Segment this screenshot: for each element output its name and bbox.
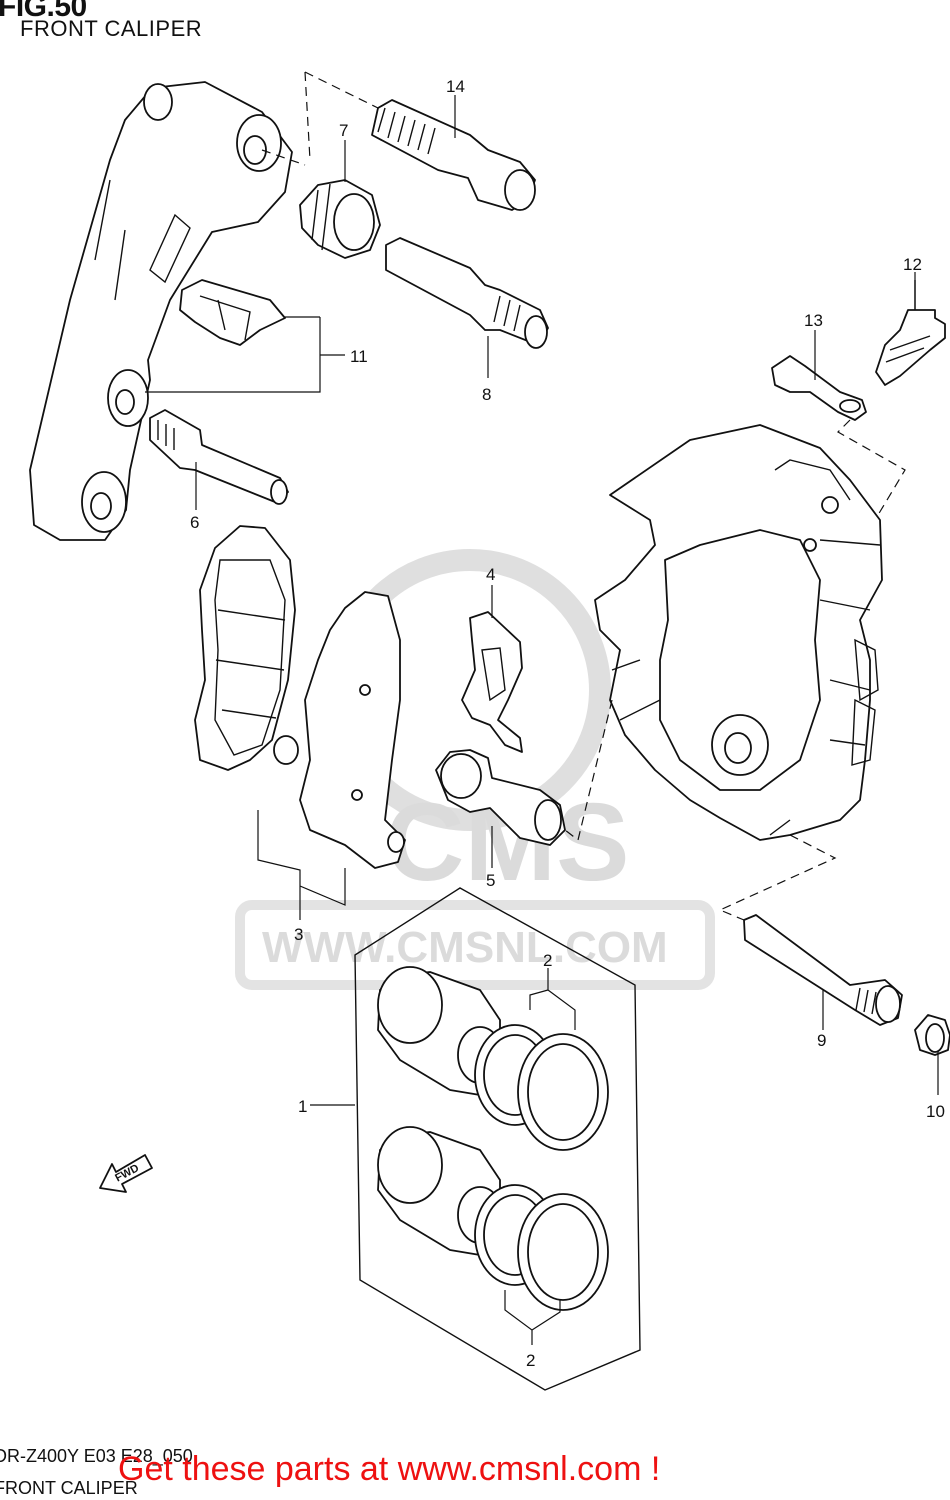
- brake-pad-outer: [194, 525, 299, 771]
- bolt-14: [371, 99, 536, 211]
- callout-2-lower: 2: [526, 1351, 535, 1370]
- piston-lower: [377, 1126, 609, 1311]
- slide-pin-9: [743, 914, 903, 1026]
- piston-kit-box: [354, 887, 641, 1391]
- callout-9: 9: [817, 1031, 826, 1050]
- callout-8: 8: [482, 385, 491, 404]
- slide-pin-6: [149, 409, 289, 505]
- boot-10: [914, 1014, 950, 1056]
- caliper-body: [594, 424, 883, 841]
- piston-upper: [377, 966, 609, 1151]
- promo-link[interactable]: Get these parts at www.cmsnl.com !: [118, 1450, 661, 1488]
- forward-direction-arrow: FWD: [99, 1154, 153, 1193]
- watermark-banner: [235, 900, 715, 990]
- callout-2-upper: 2: [543, 951, 552, 970]
- callout-6: 6: [190, 513, 199, 532]
- model-reference-code: DR-Z400Y E03 E28_050: [0, 1446, 193, 1466]
- footer-caption: FRONT CALIPER: [0, 1478, 138, 1498]
- callout-5: 5: [486, 871, 495, 890]
- watermark: CMS WWW.CMSNL.COM: [235, 549, 715, 990]
- pad-spring-clip: [179, 279, 286, 346]
- callout-7: 7: [339, 121, 348, 140]
- assembly-lines: [261, 71, 906, 921]
- leader-lines: [145, 95, 939, 1345]
- callout-14: 14: [446, 77, 465, 96]
- figure-subtitle: FRONT CALIPER: [20, 16, 203, 41]
- callouts: 14 7 8 12 13 11 6 4 5 3 2 9 10 1 2: [190, 77, 945, 1370]
- watermark-url: WWW.CMSNL.COM: [262, 923, 668, 972]
- callout-11: 11: [350, 347, 368, 366]
- callout-1: 1: [298, 1097, 307, 1116]
- pad-shim-4: [461, 611, 523, 753]
- boot-7: [299, 179, 381, 259]
- callout-3: 3: [294, 925, 303, 944]
- slide-pin-8: [385, 237, 549, 349]
- callout-4: 4: [486, 565, 495, 584]
- brake-pad-inner: [299, 591, 406, 869]
- figure-title: FIG.50: [0, 0, 87, 23]
- caliper-bracket: [29, 81, 293, 541]
- pad-pin-5: [435, 749, 566, 846]
- bleeder-valve-12: [875, 280, 946, 386]
- callout-12: 12: [903, 255, 922, 274]
- bleeder-cap-13: [771, 355, 867, 421]
- callout-13: 13: [804, 311, 823, 330]
- callout-10: 10: [926, 1102, 945, 1121]
